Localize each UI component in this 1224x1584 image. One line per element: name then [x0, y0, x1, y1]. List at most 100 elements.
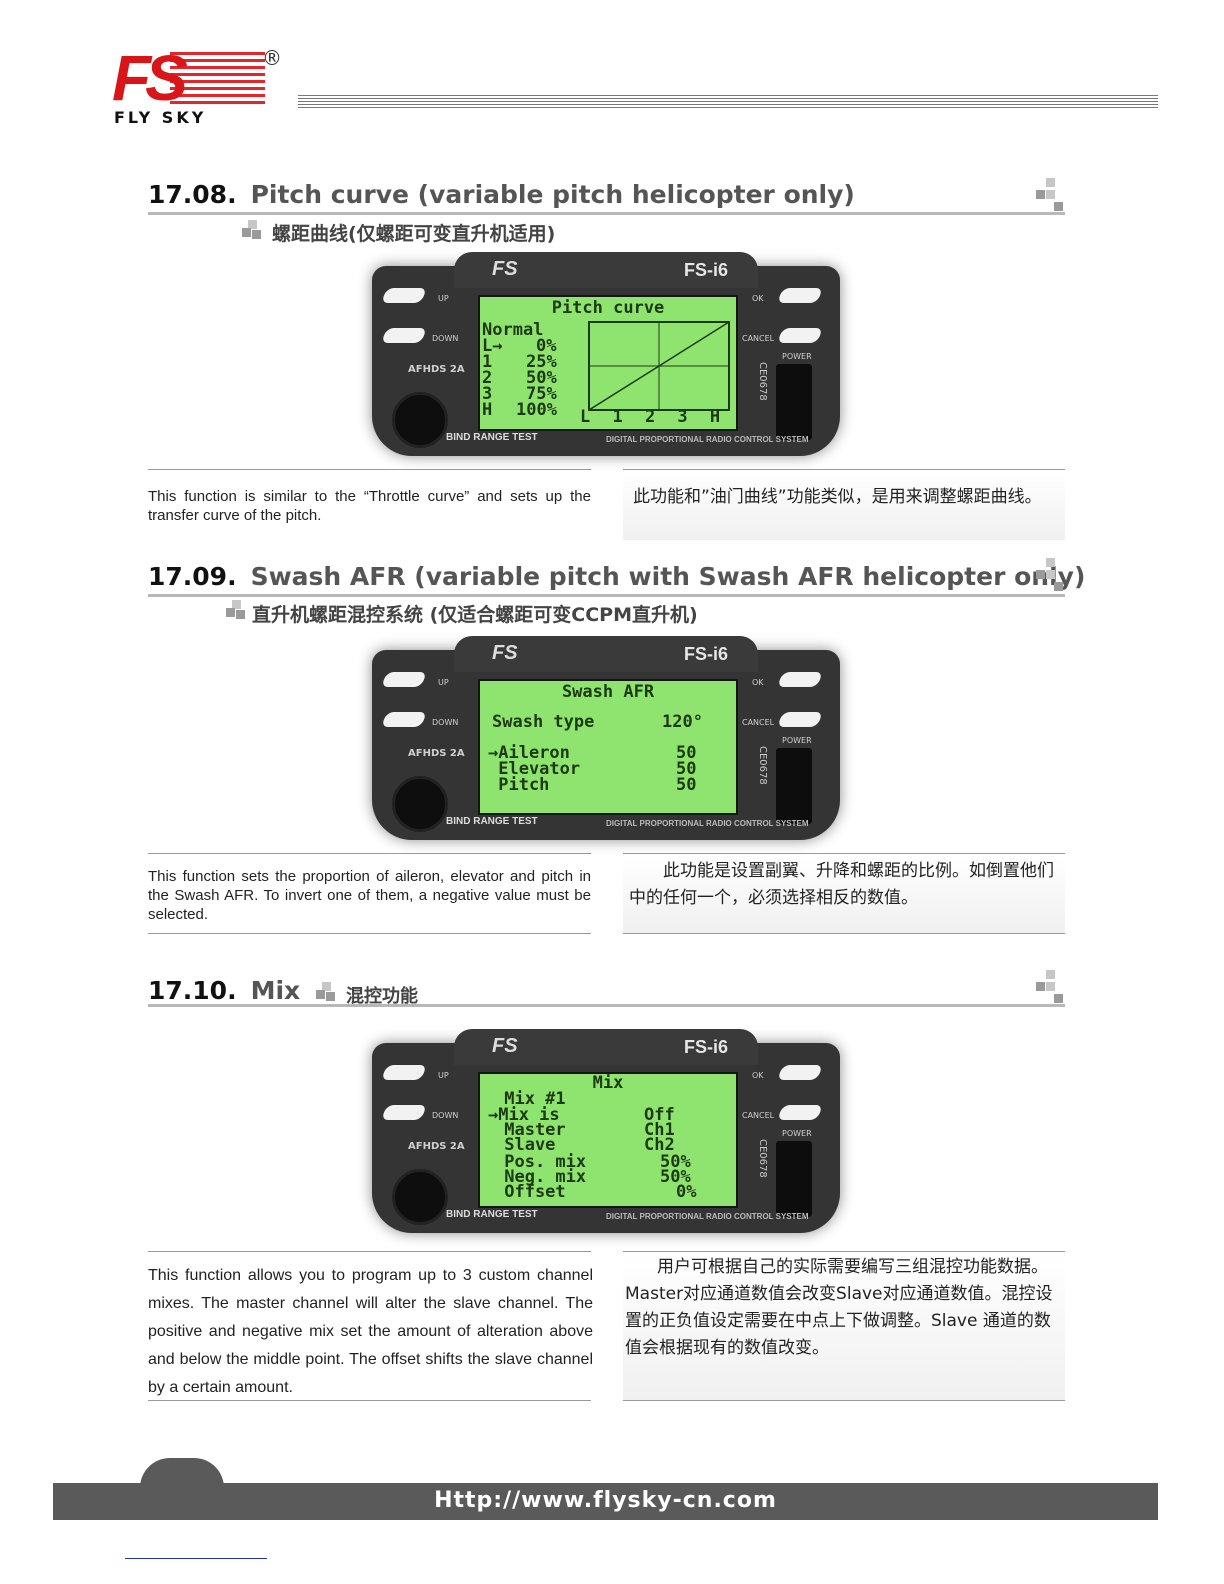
footer-link-line [125, 1558, 267, 1559]
lcd-row-value: 25% [526, 352, 557, 372]
section-number: 17.08. [148, 180, 237, 209]
cancel-label: CANCEL [742, 334, 775, 343]
bullet-squares-icon [316, 982, 336, 1002]
lcd-screen: Mix Mix #1 →Mix is Off Master Ch1 Slave … [478, 1072, 738, 1208]
footer-bar: Http://www.flysky-cn.com [53, 1483, 1158, 1520]
lcd-row-label: Slave [494, 1135, 556, 1155]
lcd-screen: Swash AFR Swash type 120° →Aileron 50 El… [478, 679, 738, 815]
lcd-mode: Normal [482, 320, 544, 340]
description-cn: 此功能和”油门曲线”功能类似，是用来调整螺距曲线。 [633, 487, 1042, 507]
lcd-row-value: 50% [526, 368, 557, 388]
corner-squares-icon [1036, 558, 1066, 596]
lcd-row-label: Master [494, 1120, 566, 1140]
lcd-title: Pitch curve [551, 298, 665, 318]
lcd-row-value: 50% [660, 1167, 691, 1187]
section-heading-swash-afr: 17.09.Swash AFR (variable pitch with Swa… [148, 562, 1085, 591]
power-switch [776, 364, 812, 440]
power-label: POWER [782, 736, 812, 745]
section-heading-pitch-curve: 17.08. Pitch curve (variable pitch helico… [148, 180, 855, 209]
corner-squares-icon [1036, 178, 1066, 216]
ok-label: OK [752, 294, 764, 303]
logo-text: FLY SKY [114, 108, 207, 127]
knob [392, 392, 448, 448]
desc-rule [148, 1400, 591, 1401]
cancel-label: CANCEL [742, 718, 775, 727]
lcd-swash-type-label: Swash type [492, 712, 595, 732]
section-subtitle-cn: 混控功能 [346, 986, 418, 1007]
lcd-row-label: 2 [482, 368, 493, 388]
desc-rule [623, 469, 1065, 470]
desc-rule [148, 853, 591, 854]
down-label: DOWN [432, 1111, 459, 1120]
section-subtitle-cn: 直升机螺距混控系统 (仅适合螺距可变CCPM直升机) [252, 604, 698, 626]
lcd-row-label: 3 [482, 384, 493, 404]
transmitter-image: FS FS-i6 UP DOWN AFHDS 2A OK CANCEL POWE… [372, 1029, 840, 1233]
lcd-row-label: Pitch [488, 775, 550, 795]
lcd-row-label: Offset [494, 1182, 566, 1202]
bind-label: BIND RANGE TEST [446, 1209, 538, 1220]
lcd-row-value: 50 [676, 759, 697, 779]
tx-model: FS-i6 [684, 644, 729, 664]
tx-brand: FS [492, 1035, 518, 1057]
transmitter-image: FS FS-i6 UP DOWN AFHDS 2A OK CANCEL POWE… [372, 252, 840, 456]
lcd-row-value: Ch2 [644, 1135, 675, 1155]
description-en: This function is similar to the “Throttl… [148, 488, 591, 524]
bullet-squares-icon [242, 220, 262, 240]
desc-rule [623, 1400, 1065, 1401]
desc-rule [148, 933, 591, 934]
lcd-row-value: 0% [676, 1182, 697, 1202]
header-rule [298, 95, 1158, 109]
up-label: UP [438, 678, 449, 687]
lcd-row-label: →Mix is [488, 1105, 560, 1125]
tx-brand: FS [492, 642, 518, 664]
down-label: DOWN [432, 718, 459, 727]
lcd-row-label: Pos. mix [494, 1152, 587, 1172]
logo-stripes [170, 52, 265, 104]
logo-mark: FS [112, 42, 188, 114]
description-cn-box: 此功能是设置副翼、升降和螺距的比例。如倒置他们中的任何一个，必须选择相反的数值。 [623, 854, 1065, 933]
power-label: POWER [782, 352, 812, 361]
lcd-row-label: 1 [482, 352, 493, 372]
lcd-row-label: →Aileron [488, 743, 570, 763]
section-number: 17.10. [148, 976, 237, 1005]
pitch-curve-line [588, 321, 730, 411]
lcd-row-value: Off [644, 1105, 675, 1125]
knob [392, 1169, 448, 1225]
tx-brand: FS [492, 258, 518, 280]
power-switch [776, 748, 812, 824]
lcd-row-label: L→ [482, 336, 503, 356]
ok-label: OK [752, 678, 764, 687]
ok-label: OK [752, 1071, 764, 1080]
transmitter-image: FS FS-i6 UP DOWN AFHDS 2A OK CANCEL POWE… [372, 636, 840, 840]
section-rule [148, 1004, 1065, 1007]
lcd-screen: Pitch curve Normal L→ 0% 1 25% 2 50% 3 7… [478, 295, 738, 431]
bind-label: BIND RANGE TEST [446, 816, 538, 827]
lcd-row-value: 0% [536, 336, 557, 356]
section-title: Mix [250, 976, 301, 1005]
footer-url[interactable]: Http://www.flysky-cn.com [434, 1488, 777, 1513]
section-subtitle-cn: 螺距曲线(仅螺距可变直升机适用) [272, 223, 556, 245]
system-label: DIGITAL PROPORTIONAL RADIO CONTROL SYSTE… [606, 1212, 809, 1221]
lcd-swash-type-value: 120° [662, 712, 703, 732]
tx-model: FS-i6 [684, 1037, 729, 1057]
desc-rule [623, 1251, 1065, 1252]
corner-squares-icon [1036, 970, 1066, 1008]
section-title: Pitch curve (variable pitch helicopter o… [250, 180, 855, 209]
lcd-row-value: Ch1 [644, 1120, 675, 1140]
ce-mark: CE0678 [757, 746, 768, 785]
down-label: DOWN [432, 334, 459, 343]
description-cn: 用户可根据自己的实际需要编写三组混控功能数据。Master对应通道数值会改变Sl… [625, 1257, 1053, 1358]
description-cn: 此功能是设置副翼、升降和螺距的比例。如倒置他们中的任何一个，必须选择相反的数值。 [629, 861, 1054, 908]
power-label: POWER [782, 1129, 812, 1138]
power-switch [776, 1141, 812, 1217]
system-label: DIGITAL PROPORTIONAL RADIO CONTROL SYSTE… [606, 819, 809, 828]
description-en: This function allows you to program up t… [148, 1267, 593, 1396]
lcd-title: Swash AFR [561, 682, 655, 702]
description-en: This function sets the proportion of ail… [148, 868, 591, 923]
tx-model: FS-i6 [684, 260, 729, 280]
knob [392, 776, 448, 832]
bullet-squares-icon [226, 600, 246, 620]
up-label: UP [438, 294, 449, 303]
lcd-row-value: 50 [676, 775, 697, 795]
lcd-row-value: 50% [660, 1152, 691, 1172]
